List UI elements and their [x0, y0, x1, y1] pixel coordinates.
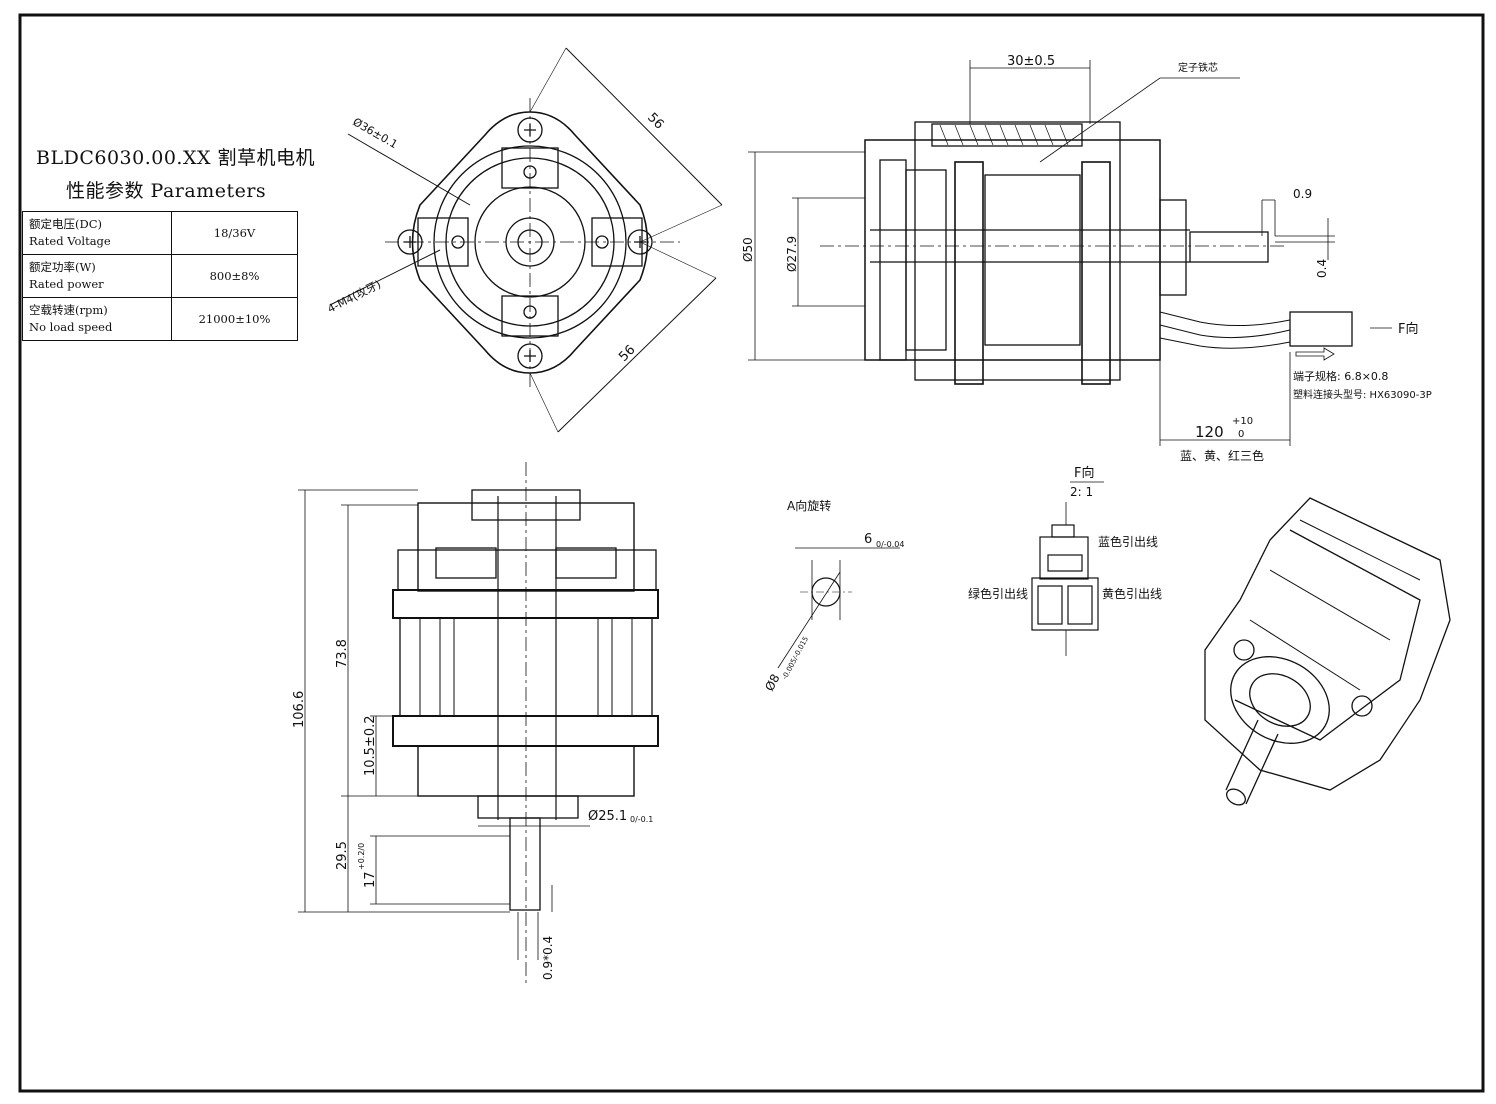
side-dim-dia27-9: Ø27.9	[785, 236, 799, 272]
f-view	[1031, 481, 1104, 656]
side-connector-model: 塑料连接头型号: HX63090-3P	[1293, 388, 1432, 401]
side-dim-0-4: 0.4	[1315, 259, 1329, 278]
table-row: 额定功率(W) Rated power 800±8%	[22, 254, 298, 298]
bottom-dim-hub-dia: Ø25.1	[588, 809, 627, 824]
side-dim-stator-len: 30±0.5	[1007, 54, 1055, 69]
f-view-green-lead: 绿色引出线	[968, 586, 1028, 601]
side-f-direction: F向	[1398, 321, 1418, 337]
front-dim-56-bottom: 56	[616, 343, 638, 365]
side-terminal-spec: 端子规格: 6.8×0.8	[1293, 369, 1388, 383]
bottom-view	[298, 462, 659, 985]
f-view-yellow-lead: 黄色引出线	[1102, 587, 1162, 601]
side-stator-core-label: 定子铁芯	[1178, 61, 1218, 74]
table-row: 额定电压(DC) Rated Voltage 18/36V	[22, 211, 298, 255]
front-view	[329, 47, 723, 433]
param-label-zh: 空载转速(rpm)	[29, 303, 108, 317]
motor-isometric-icon	[1204, 497, 1451, 806]
front-dim-dia36: Ø36±0.1	[351, 115, 400, 151]
param-label-zh: 额定电压(DC)	[29, 217, 102, 231]
param-label-en: Rated power	[29, 277, 104, 291]
bottom-dim-hub-tol: 0/-0.1	[630, 815, 653, 824]
a-view-shaft-tol: -0.005/-0.015	[781, 635, 810, 681]
param-label: 额定功率(W) Rated power	[22, 254, 172, 298]
param-value: 800±8%	[171, 254, 298, 298]
f-view-blue-lead: 蓝色引出线	[1098, 535, 1158, 549]
bottom-dim-shaft-len: 17	[363, 871, 378, 888]
front-dim-56-top: 56	[644, 110, 666, 132]
bottom-dim-body: 73.8	[335, 639, 350, 668]
side-dim-0-9: 0.9	[1293, 187, 1312, 201]
param-label: 额定电压(DC) Rated Voltage	[22, 211, 172, 255]
param-value: 18/36V	[171, 211, 298, 255]
table-row: 空载转速(rpm) No load speed 21000±10%	[22, 297, 298, 341]
a-view-flat-tol: 0/-0.04	[876, 540, 904, 549]
bottom-dim-shaft-total: 29.5	[335, 841, 350, 870]
a-view-shaft-dia: Ø8	[762, 672, 782, 694]
f-view-scale: 2: 1	[1070, 485, 1093, 499]
bottom-dim-flange: 10.5±0.2	[363, 715, 378, 776]
f-view-title: F向	[1074, 465, 1094, 481]
side-lead-colors: 蓝、黄、红三色	[1180, 448, 1264, 463]
side-view	[748, 60, 1392, 446]
side-dim-lead-tol-lo: 0	[1238, 429, 1244, 440]
param-label-en: No load speed	[29, 320, 113, 334]
a-view-label: A向旋转	[787, 498, 831, 513]
param-label: 空载转速(rpm) No load speed	[22, 297, 172, 341]
a-view-flat: 6	[864, 532, 872, 547]
bottom-dim-height: 106.6	[292, 691, 307, 728]
param-label-en: Rated Voltage	[29, 234, 111, 248]
param-label-zh: 额定功率(W)	[29, 260, 96, 274]
a-view	[777, 547, 900, 669]
front-holes-label: 4-M4(攻牙)	[325, 277, 383, 316]
sheet-border	[18, 13, 1485, 1093]
bottom-dim-shaft-tol: +0.2/0	[357, 843, 366, 870]
bottom-dim-shaft-end: 0.9*0.4	[541, 936, 555, 980]
parameters-table: 额定电压(DC) Rated Voltage 18/36V 额定功率(W) Rate…	[22, 211, 298, 341]
side-dim-lead-tol-up: +10	[1232, 416, 1253, 427]
side-dim-dia50: Ø50	[741, 237, 755, 262]
param-value: 21000±10%	[171, 297, 298, 341]
drawing-subtitle: 性能参数 Parameters	[66, 180, 267, 202]
side-dim-lead-length: 120	[1195, 423, 1224, 441]
drawing-title: BLDC6030.00.XX 割草机电机	[36, 147, 316, 169]
